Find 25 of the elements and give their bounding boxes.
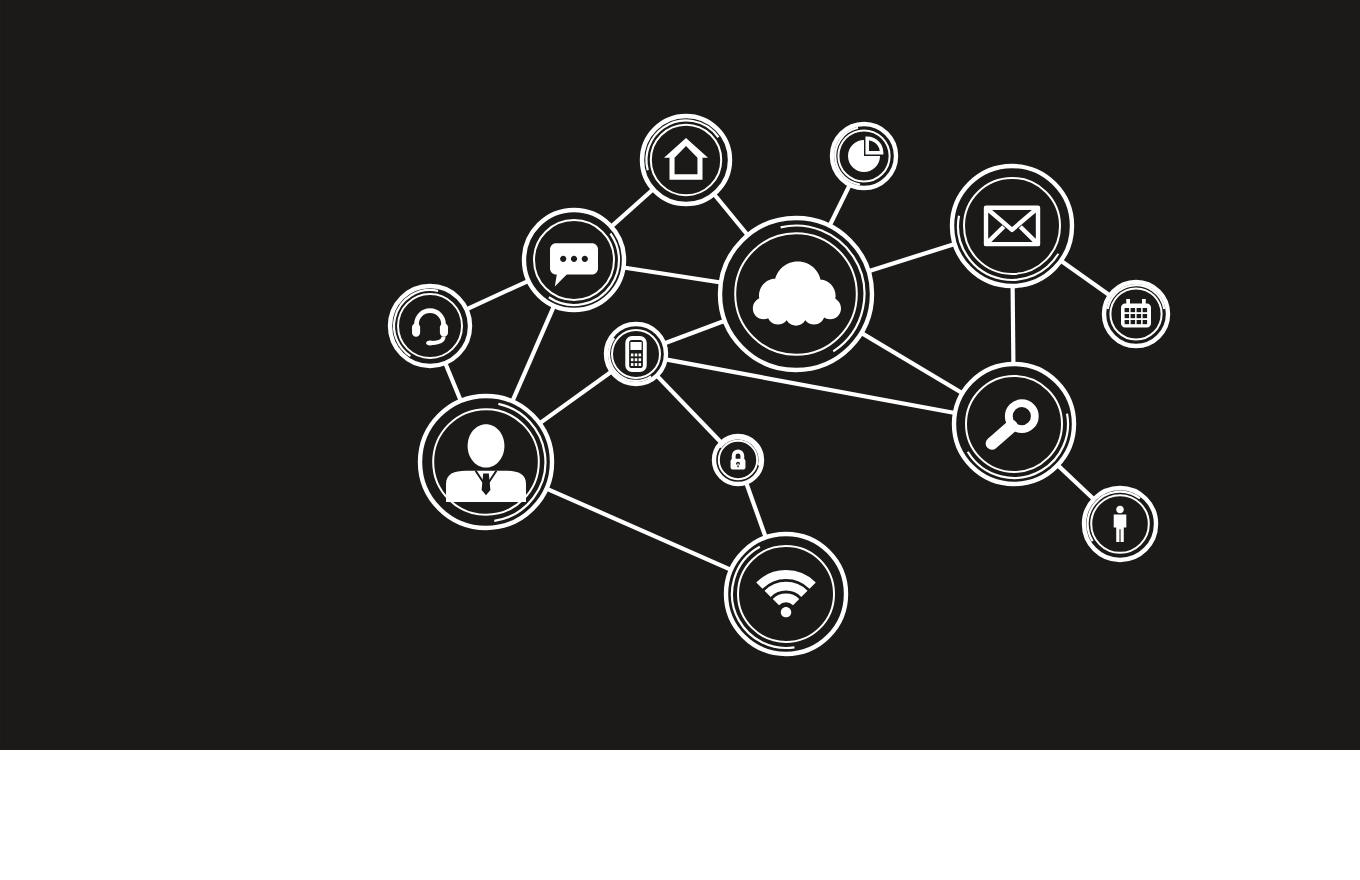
- connector-line: [1010, 285, 1016, 364]
- connector-line: [665, 357, 956, 416]
- connector-line: [609, 187, 655, 229]
- connector-line: [623, 265, 722, 285]
- circle-node: [711, 433, 765, 487]
- connector-line: [655, 374, 723, 445]
- circle-node: [951, 361, 1077, 487]
- connector-line: [1059, 258, 1112, 298]
- circle-node: [603, 321, 669, 387]
- connector-line: [712, 192, 750, 237]
- connector-line: [465, 278, 530, 312]
- connector-line: [545, 486, 732, 572]
- connector-line: [860, 331, 964, 396]
- connector-line: [663, 318, 726, 346]
- connector-line: [1056, 463, 1096, 501]
- connector-line: [443, 362, 463, 402]
- connector-line: [827, 183, 852, 227]
- circle-node: [1081, 485, 1159, 563]
- circle-node: [949, 163, 1075, 289]
- circle-node: [723, 531, 849, 657]
- connector-line: [867, 242, 956, 274]
- connector-line: [538, 369, 613, 426]
- connector-line: [510, 305, 556, 403]
- connector-line: [744, 481, 768, 539]
- circle-node: [387, 283, 473, 369]
